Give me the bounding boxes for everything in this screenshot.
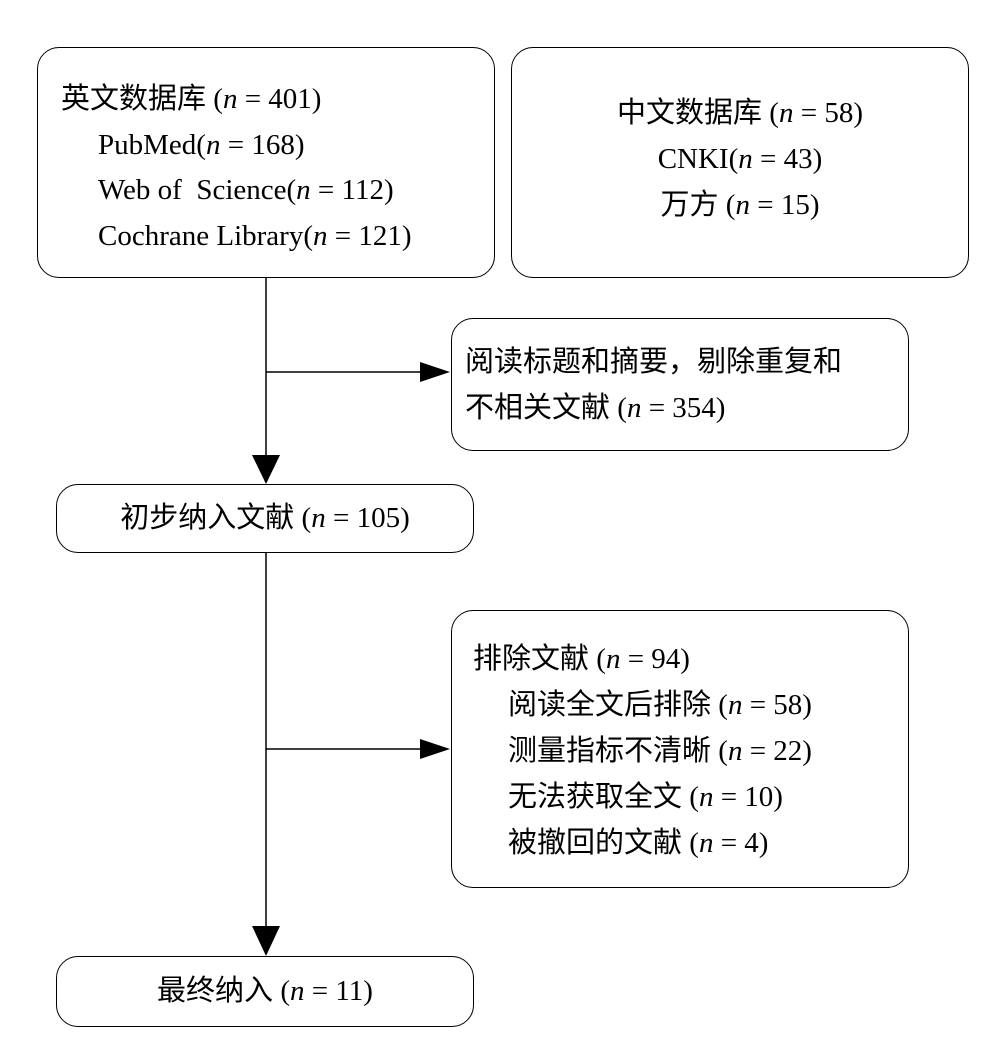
english-database-item: PubMed(n = 168) — [98, 129, 305, 161]
arrowhead-to-exclusion-2 — [420, 739, 450, 759]
arrowhead-to-final — [252, 926, 280, 956]
arrowhead-to-initial — [252, 455, 280, 484]
chinese-database-box: 中文数据库 (n = 58) CNKI(n = 43) 万方 (n = 15) — [511, 47, 969, 278]
final-include-box: 最终纳入 (n = 11) — [56, 956, 474, 1027]
exclusion-1-line-2: 不相关文献 (n = 354) — [465, 392, 726, 424]
exclusion-2-item: 阅读全文后排除 (n = 58) — [508, 689, 812, 721]
arrowhead-to-exclusion-1 — [420, 362, 450, 382]
english-database-item: Cochrane Library(n = 121) — [98, 220, 412, 252]
exclusion-1-box: 阅读标题和摘要，剔除重复和 不相关文献 (n = 354) — [451, 318, 909, 451]
chinese-database-item: 万方 (n = 15) — [660, 189, 820, 221]
english-database-box: 英文数据库 (n = 401) PubMed(n = 168) Web of S… — [37, 47, 495, 278]
exclusion-2-item: 被撤回的文献 (n = 4) — [508, 827, 769, 859]
chinese-database-item: CNKI(n = 43) — [657, 143, 823, 175]
chinese-database-title: 中文数据库 (n = 58) — [617, 97, 863, 129]
english-database-item: Web of Science(n = 112) — [98, 174, 394, 206]
exclusion-2-box: 排除文献 (n = 94) 阅读全文后排除 (n = 58) 测量指标不清晰 (… — [451, 610, 909, 888]
initial-include-label: 初步纳入文献 (n = 105) — [120, 502, 410, 534]
exclusion-1-line-1: 阅读标题和摘要，剔除重复和 — [465, 346, 843, 378]
exclusion-2-item: 测量指标不清晰 (n = 22) — [508, 735, 812, 767]
final-include-label: 最终纳入 (n = 11) — [157, 975, 373, 1007]
exclusion-2-title: 排除文献 (n = 94) — [473, 643, 690, 675]
english-database-title: 英文数据库 (n = 401) — [61, 83, 322, 115]
exclusion-2-item: 无法获取全文 (n = 10) — [508, 781, 783, 813]
initial-include-box: 初步纳入文献 (n = 105) — [56, 484, 474, 553]
